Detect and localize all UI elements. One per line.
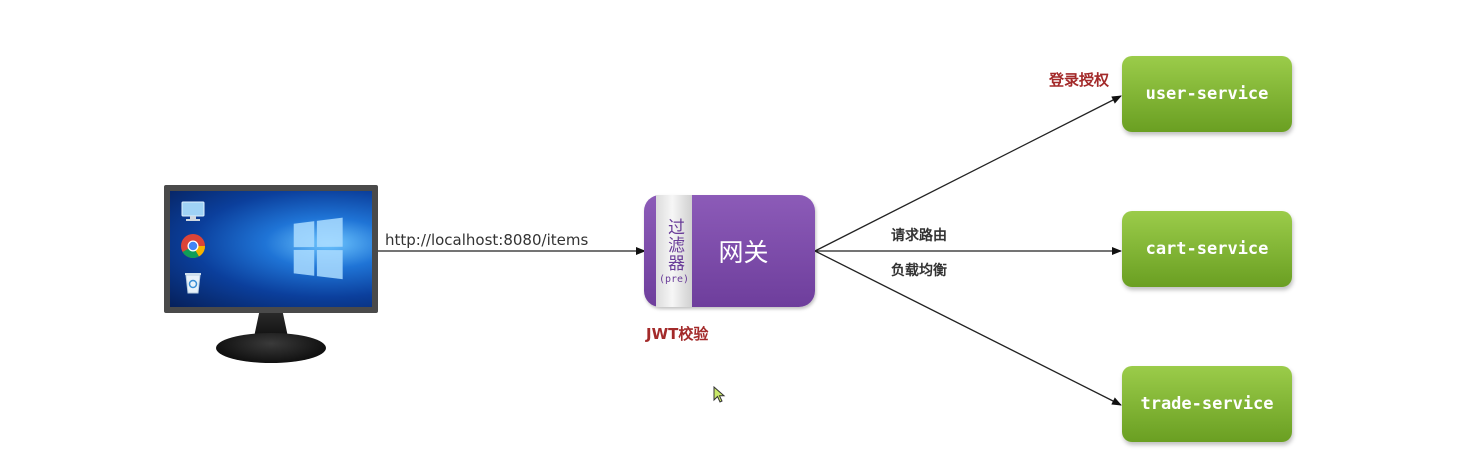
filter-column: 过滤器 (pre) [656, 195, 692, 307]
chrome-icon [181, 234, 205, 259]
arrow-gateway-to-trade-service [814, 250, 1122, 406]
computer-icon [181, 201, 205, 221]
desktop-screen [170, 191, 372, 307]
gateway-box: 过滤器 (pre) 网关 [644, 195, 815, 307]
gateway-title: 网关 [718, 238, 769, 267]
filter-label: 过滤器 [664, 217, 684, 272]
jwt-note: JWT校验 [646, 325, 709, 343]
request-url-label: http://localhost:8080/items [385, 231, 589, 249]
recycle-bin-icon [185, 273, 201, 294]
auth-note: 登录授权 [1049, 71, 1110, 89]
filter-sub-label: (pre) [658, 273, 690, 285]
monitor-stand-base [216, 333, 326, 363]
monitor-icon [164, 185, 378, 313]
arrow-gateway-to-user-service [814, 95, 1122, 252]
balance-label: 负载均衡 [891, 263, 947, 279]
route-label: 请求路由 [891, 228, 947, 244]
user-service-box: user-service [1122, 56, 1292, 132]
mouse-cursor-icon [713, 386, 726, 403]
windows-logo-icon [293, 217, 344, 281]
trade-service-box: trade-service [1122, 366, 1292, 442]
cart-service-box: cart-service [1122, 211, 1292, 287]
